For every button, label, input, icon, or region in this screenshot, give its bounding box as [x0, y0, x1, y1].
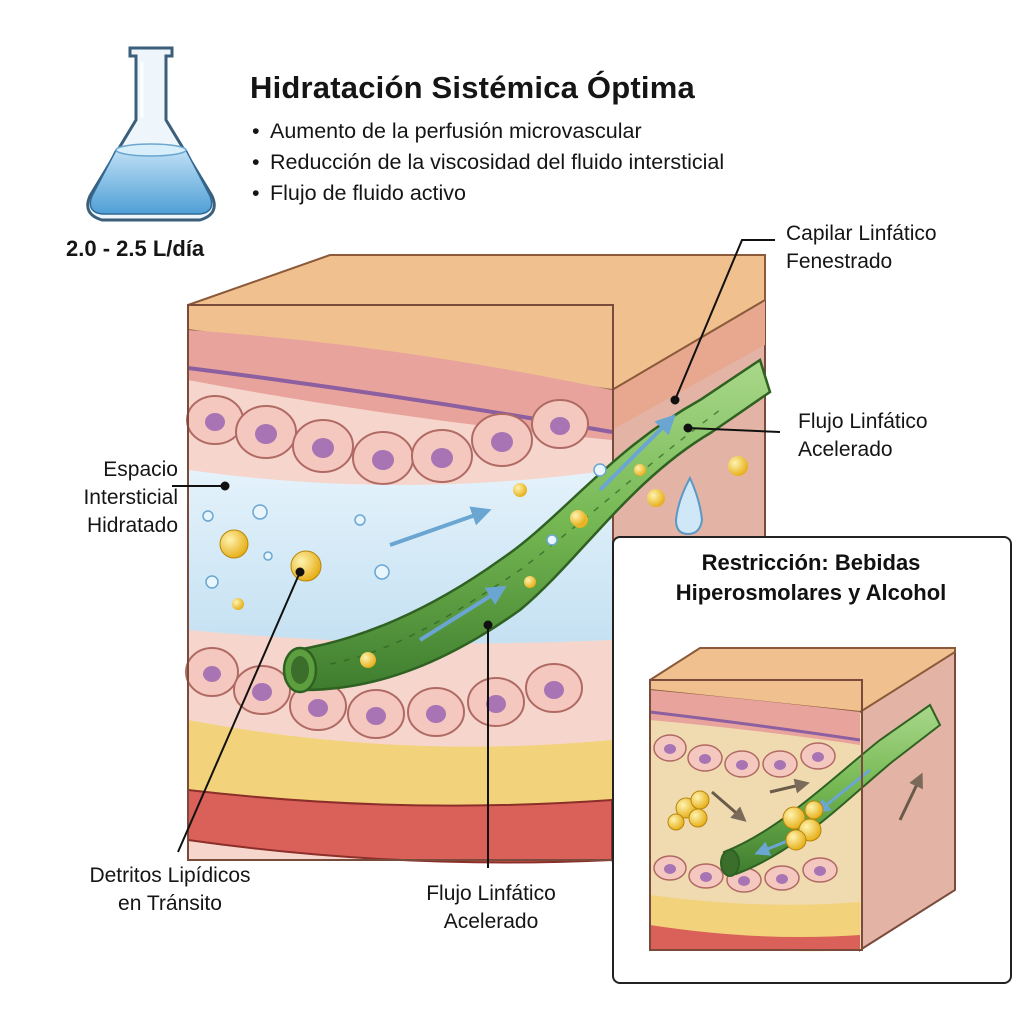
callout-lines — [172, 239, 781, 868]
label-lipid-debris-line: Detritos Lipídicos — [89, 864, 251, 887]
water-bubbles — [202, 463, 607, 589]
main-title: Hidratación Sistémica Óptima — [250, 70, 695, 105]
label-lipid-debris: Detritos Lipídicos en Tránsito — [60, 862, 280, 918]
clumped-lipids — [667, 790, 824, 851]
label-capillary-line: Fenestrado — [786, 250, 893, 273]
label-capillary: Capilar Linfático Fenestrado — [786, 220, 937, 276]
lymphatic-vessel — [282, 358, 772, 694]
label-flow-right-line: Flujo Linfático — [798, 410, 928, 433]
label-flow-right-line: Acelerado — [798, 438, 893, 461]
inset-title-line: Restricción: Bebidas — [701, 550, 921, 575]
benefit-item: Flujo de fluido activo — [252, 178, 724, 209]
inset-title: Restricción: Bebidas Hiperosmolares y Al… — [612, 548, 1010, 608]
label-interstitial-line: Intersticial — [83, 486, 178, 509]
benefit-item: Reducción de la viscosidad del fluido in… — [252, 147, 724, 178]
label-flow-right: Flujo Linfático Acelerado — [798, 408, 928, 464]
label-capillary-line: Capilar Linfático — [786, 222, 937, 245]
compressed-tissue-block — [649, 647, 956, 952]
upper-cell-row — [186, 395, 589, 485]
benefit-item: Aumento de la perfusión microvascular — [252, 116, 724, 147]
inset-title-line: Hiperosmolares y Alcohol — [675, 580, 947, 605]
label-flow-bottom: Flujo Linfático Acelerado — [396, 880, 586, 936]
label-flow-bottom-line: Flujo Linfático — [426, 882, 556, 905]
benefit-list: Aumento de la perfusión microvascular Re… — [252, 116, 724, 209]
erlenmeyer-flask-icon — [86, 46, 216, 222]
label-lipid-debris-line: en Tránsito — [118, 892, 222, 915]
label-interstitial-line: Espacio — [103, 458, 178, 481]
lower-cell-row — [185, 647, 583, 739]
daily-intake-label: 2.0 - 2.5 L/día — [66, 236, 205, 261]
label-flow-bottom-line: Acelerado — [443, 910, 539, 933]
label-interstitial: Espacio Intersticial Hidratado — [48, 456, 178, 540]
label-interstitial-line: Hidratado — [86, 514, 178, 537]
